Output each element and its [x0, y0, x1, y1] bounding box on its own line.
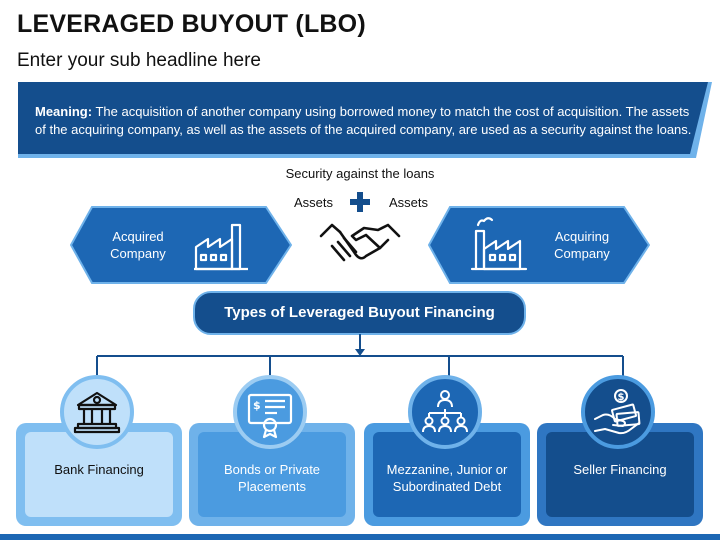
- factory-icon: [194, 223, 248, 271]
- bank-icon-badge: [60, 375, 134, 449]
- financing-label-seller: Seller Financing: [573, 462, 667, 477]
- types-title-box: Types of Leveraged Buyout Financing: [193, 291, 526, 335]
- financing-label-bonds: Bonds or Private Placements: [223, 462, 321, 494]
- security-label: Security against the loans: [285, 166, 435, 181]
- meaning-body: The acquisition of another company using…: [35, 104, 692, 137]
- financing-label-bank: Bank Financing: [54, 462, 144, 477]
- financing-card-bank: Bank Financing: [16, 423, 182, 526]
- page-title: LEVERAGED BUYOUT (LBO): [17, 10, 366, 38]
- bottom-bar: [0, 534, 720, 540]
- money-hand-icon: $: [594, 389, 641, 435]
- plus-icon: [350, 192, 370, 212]
- money-hand-icon-badge: $: [581, 375, 655, 449]
- svg-text:$: $: [253, 399, 261, 412]
- hierarchy-icon: [422, 390, 468, 433]
- hierarchy-icon-badge: [408, 375, 482, 449]
- meaning-box: Meaning: The acquisition of another comp…: [18, 82, 712, 158]
- page-subtitle: Enter your sub headline here: [17, 50, 261, 71]
- factory-smoke-icon: [470, 217, 528, 271]
- assets-left-label: Assets: [294, 195, 334, 210]
- certificate-icon-badge: $: [233, 375, 307, 449]
- meaning-label: Meaning:: [35, 104, 93, 119]
- certificate-icon: $: [247, 393, 293, 439]
- handshake-icon: [319, 223, 401, 262]
- acquiring-company-label: Acquiring Company: [554, 229, 610, 261]
- connector-lines: [96, 334, 624, 376]
- financing-label-mezzanine: Mezzanine, Junior or Subordinated Debt: [386, 462, 508, 494]
- svg-text:$: $: [618, 392, 625, 403]
- financing-card-seller: Seller Financing: [537, 423, 703, 526]
- assets-right-label: Assets: [389, 195, 429, 210]
- meaning-text: Meaning: The acquisition of another comp…: [35, 103, 695, 139]
- bank-icon: [73, 391, 121, 434]
- acquired-company-label: Acquired Company: [110, 229, 166, 261]
